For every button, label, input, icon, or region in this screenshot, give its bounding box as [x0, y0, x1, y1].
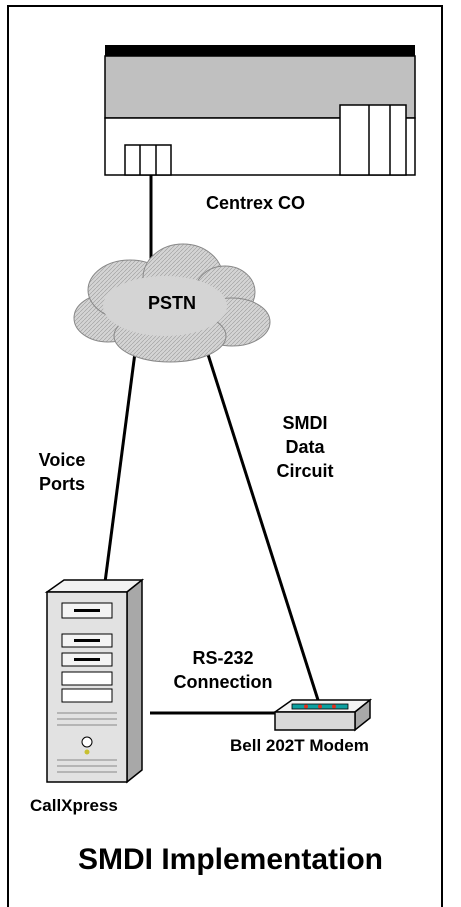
smdi-data-circuit-label-line: Circuit [276, 461, 334, 481]
callxpress-server [44, 578, 145, 784]
link-smdi-data-circuit [203, 344, 320, 701]
smdi-data-circuit-label-line: SMDI [282, 413, 328, 433]
modem-label: Bell 202T Modem [230, 736, 369, 755]
rs232-connection-label-line: RS-232 [192, 648, 254, 668]
diagram-frame [7, 5, 443, 907]
bell-202t-modem [272, 698, 373, 732]
centrex-co-label: Centrex CO [206, 193, 306, 213]
rs232-connection-label-line: Connection [173, 672, 273, 692]
callxpress-label: CallXpress [30, 796, 118, 815]
smdi-data-circuit-label: SMDI Data Circuit [272, 411, 338, 483]
voice-ports-label-line: Voice [38, 450, 86, 470]
voice-ports-label: Voice Ports [28, 448, 96, 496]
smdi-data-circuit-label-line: Data [285, 437, 325, 457]
voice-ports-label-line: Ports [38, 474, 85, 494]
rs232-connection-label: RS-232 Connection [160, 646, 286, 694]
diagram-title: SMDI Implementation [77, 843, 384, 876]
centrex-co-building [104, 45, 416, 176]
link-voice-ports [102, 344, 138, 591]
pstn-cloud [73, 243, 271, 363]
pstn-label: PSTN [148, 293, 197, 313]
